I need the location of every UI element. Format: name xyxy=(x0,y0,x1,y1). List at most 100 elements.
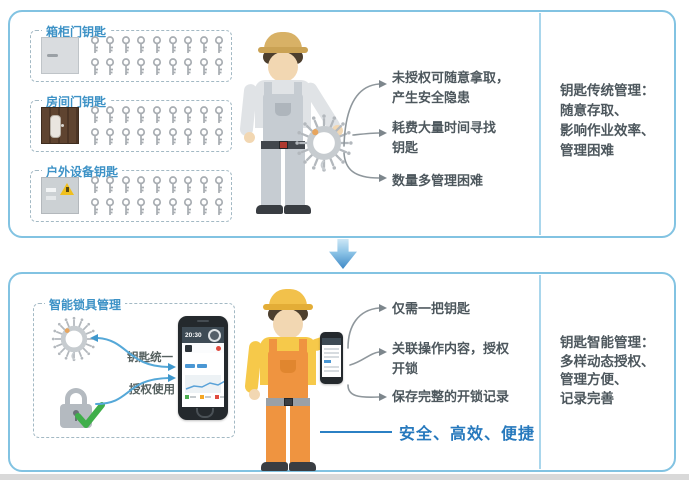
key-icons-grid xyxy=(87,104,227,148)
key-icon xyxy=(137,35,146,53)
key-icon xyxy=(106,197,115,215)
finding-time-wasted: 耗费大量时间寻找钥匙 xyxy=(392,120,497,155)
key-icon xyxy=(168,127,177,145)
key-icon xyxy=(199,35,208,53)
key-icon xyxy=(106,35,115,53)
key-icon xyxy=(152,35,162,53)
keyring-bundle-icon xyxy=(51,316,97,362)
key-group-door-label: 房间门钥匙 xyxy=(42,93,111,110)
key-icon xyxy=(90,105,99,123)
key-icon xyxy=(152,105,162,123)
tagline-rule xyxy=(320,431,392,433)
key-icons-grid xyxy=(87,174,227,218)
key-icon xyxy=(184,57,193,75)
key-icon xyxy=(215,35,224,53)
key-icon xyxy=(121,57,130,75)
key-icon xyxy=(215,127,224,145)
key-icon xyxy=(184,175,193,193)
key-icon xyxy=(168,57,177,75)
worker-traditional xyxy=(233,31,343,219)
key-icon xyxy=(106,127,115,145)
key-icon xyxy=(90,57,99,75)
usage-chart xyxy=(185,375,224,393)
key-icon xyxy=(137,127,146,145)
smart-summary: 钥匙智能管理： 多样动态授权、 管理方便、 记录完善 xyxy=(560,335,655,406)
key-icon xyxy=(106,57,115,75)
key-icon xyxy=(152,197,162,215)
key-icon xyxy=(106,105,115,123)
key-icon xyxy=(152,57,162,75)
transition-down-arrow-icon xyxy=(329,239,357,269)
smart-lock-group: 智能锁具管理 xyxy=(33,296,235,438)
key-icon xyxy=(90,175,99,193)
phone-time: 20:30 xyxy=(185,331,202,339)
finding-authorized-unlock: 关联操作内容，授权开锁 xyxy=(392,341,510,376)
key-group-cabinet: 箱柜门钥匙 xyxy=(30,23,232,82)
finding-records: 保存完整的开锁记录 xyxy=(392,389,510,404)
key-icon xyxy=(199,127,208,145)
smart-lock-group-label: 智能锁具管理 xyxy=(45,296,126,313)
key-icon xyxy=(121,197,130,215)
key-icon xyxy=(184,197,193,215)
keyring-bundle-icon xyxy=(295,114,353,172)
key-icon xyxy=(121,175,130,193)
handheld-phone xyxy=(320,332,343,384)
key-icon xyxy=(215,57,224,75)
key-icon xyxy=(90,35,99,53)
alert-dot-icon xyxy=(216,345,221,351)
key-icon xyxy=(184,35,193,53)
summary-title: 钥匙智能管理： xyxy=(560,335,655,350)
smartphone-app: 20:30 xyxy=(178,316,228,420)
key-icon xyxy=(215,197,224,215)
finding-unauthorized: 未授权可随意拿取，产生安全隐患 xyxy=(392,70,510,105)
key-icon xyxy=(199,57,208,75)
key-icon xyxy=(215,175,224,193)
warning-triangle-icon xyxy=(60,183,74,195)
key-group-cabinet-label: 箱柜门钥匙 xyxy=(42,23,111,40)
gauge-icon xyxy=(208,328,221,342)
bottom-panel-divider xyxy=(539,275,541,469)
worker-smart xyxy=(238,288,342,476)
key-icon xyxy=(106,175,115,193)
key-icon xyxy=(121,35,130,53)
key-icon xyxy=(199,175,208,193)
app-tile-icon xyxy=(185,344,192,352)
hard-hat-icon xyxy=(264,32,302,49)
key-icon xyxy=(90,127,99,145)
hard-hat-icon xyxy=(269,289,307,306)
key-icon xyxy=(121,127,130,145)
home-button-icon xyxy=(196,408,214,418)
page-bottom-edge xyxy=(0,474,689,480)
key-icon xyxy=(152,175,162,193)
key-icon xyxy=(152,127,162,145)
key-icon xyxy=(168,35,177,53)
cabinet-image xyxy=(41,37,79,74)
key-group-equipment: 户外设备钥匙 xyxy=(30,163,232,222)
equipment-image xyxy=(41,177,79,214)
key-icon xyxy=(137,57,146,75)
traditional-summary: 钥匙传统管理： 随意存取、 影响作业效率、 管理困难 xyxy=(560,83,655,158)
key-group-door: 房间门钥匙 xyxy=(30,93,232,152)
door-image xyxy=(41,107,79,144)
key-icon xyxy=(137,175,146,193)
tagline-text: 安全、高效、便捷 xyxy=(399,426,536,443)
top-panel-divider xyxy=(539,13,541,235)
key-icon xyxy=(90,197,99,215)
flow-label-unify: 钥匙统一 xyxy=(127,352,173,364)
key-icon xyxy=(137,197,146,215)
summary-title: 钥匙传统管理： xyxy=(560,83,655,98)
key-icons-grid xyxy=(87,34,227,78)
key-icon xyxy=(137,105,146,123)
key-group-equipment-label: 户外设备钥匙 xyxy=(42,163,123,180)
key-icon xyxy=(168,105,177,123)
finding-quantity: 数量多管理困难 xyxy=(392,173,484,188)
finding-one-key: 仅需一把钥匙 xyxy=(392,301,471,316)
key-icon xyxy=(184,105,193,123)
key-icon xyxy=(199,197,208,215)
key-icon xyxy=(121,105,130,123)
flow-label-authorize: 授权使用 xyxy=(129,384,175,396)
key-icon xyxy=(215,105,224,123)
key-icon xyxy=(199,105,208,123)
key-icon xyxy=(168,197,177,215)
